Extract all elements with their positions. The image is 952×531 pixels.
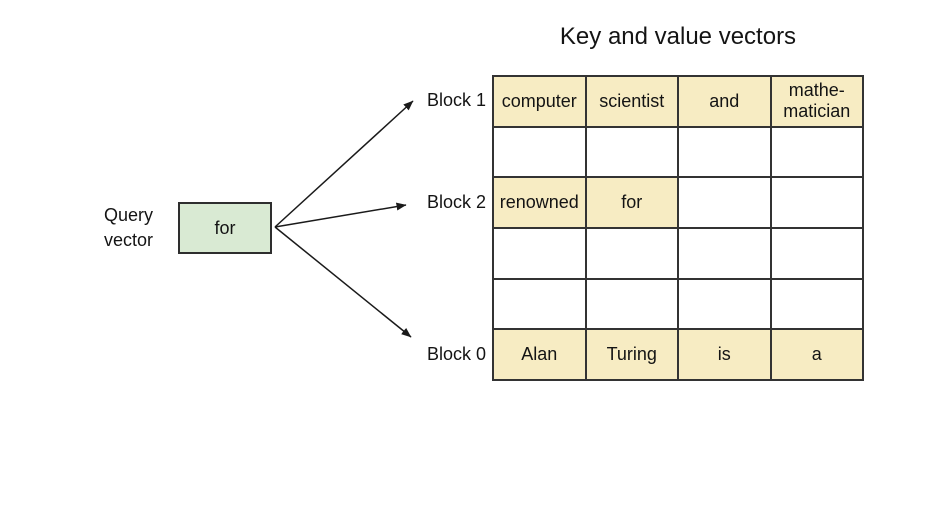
kv-cell-r3-c3 — [770, 228, 863, 279]
arrow-to-block-2 — [274, 202, 407, 228]
query-token: for — [214, 217, 236, 238]
kv-cell-r0-c3: mathe- matician — [770, 76, 863, 127]
kv-cell-r2-c3 — [770, 177, 863, 228]
kv-cell-r0-c0: computer — [493, 76, 586, 127]
block-2-label: Block 2 — [426, 192, 486, 212]
kv-cell-r3-c0 — [493, 228, 586, 279]
diagram-title: Key and value vectors — [559, 23, 797, 50]
kv-cell-r5-c3: a — [770, 329, 863, 380]
kv-cell-r5-c0: Alan — [493, 329, 586, 380]
kv-cell-r4-c1 — [585, 278, 678, 330]
kv-cell-r4-c3 — [770, 278, 863, 330]
kv-cell-r2-c2 — [678, 177, 771, 228]
kv-cell-r4-c2 — [678, 278, 771, 330]
kv-cell-r1-c3 — [770, 126, 863, 178]
kv-cell-r5-c1: Turing — [585, 329, 678, 380]
kv-cell-r1-c2 — [678, 126, 771, 178]
block-0-label: Block 0 — [426, 344, 486, 364]
kv-cell-r3-c2 — [678, 228, 771, 279]
query-vector-label: Query vector — [104, 205, 154, 250]
kv-cell-r0-c2: and — [678, 76, 771, 127]
kv-cell-r4-c0 — [493, 278, 586, 330]
query-vector-box: for — [178, 202, 272, 254]
kv-cell-r2-c0: renowned — [493, 177, 586, 228]
kv-cell-r1-c1 — [585, 126, 678, 178]
kv-cell-r0-c1: scientist — [585, 76, 678, 127]
arrow-to-block-0 — [274, 226, 412, 338]
block-1-label: Block 1 — [426, 90, 486, 110]
kv-cell-r1-c0 — [493, 126, 586, 178]
kv-cell-r3-c1 — [585, 228, 678, 279]
kv-cell-r2-c1: for — [585, 177, 678, 228]
kv-cell-r5-c2: is — [678, 329, 771, 380]
